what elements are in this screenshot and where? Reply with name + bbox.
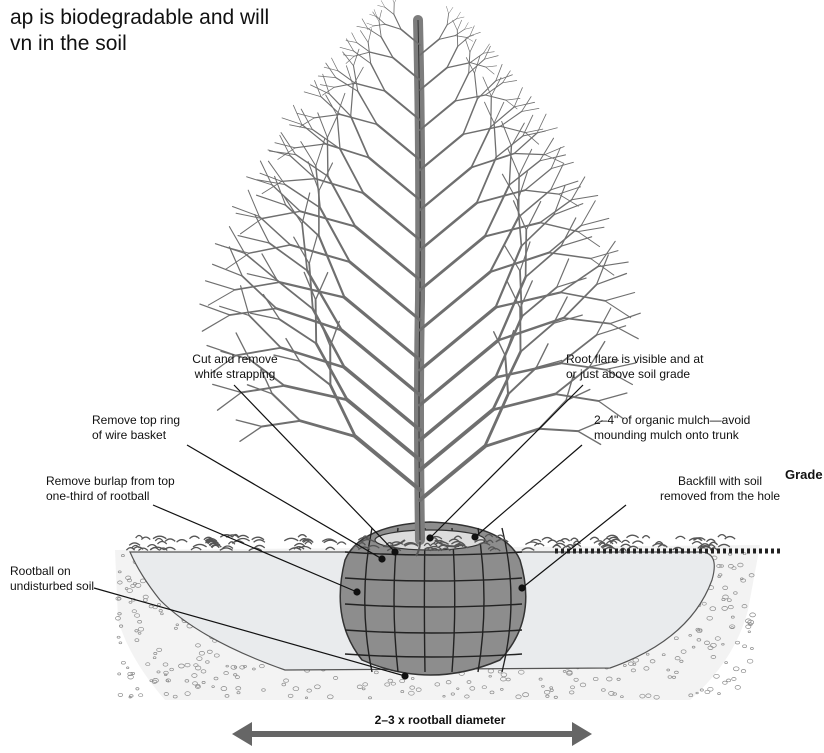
label-cut-strapping: Cut and remove white strapping (160, 352, 310, 382)
label-mulch: 2–4" of organic mulch—avoid mounding mul… (594, 413, 750, 443)
label-wire-basket: Remove top ring of wire basket (92, 413, 180, 443)
label-backfill: Backfill with soil removed from the hole (645, 474, 795, 504)
label-grade: Grade (785, 467, 823, 482)
label-burlap: Remove burlap from top one-third of root… (46, 474, 175, 504)
label-root-flare: Root flare is visible and at or just abo… (566, 352, 703, 382)
tree (200, 0, 640, 556)
label-dimension: 2–3 x rootball diameter (300, 713, 580, 727)
caption-line-2: vn in the soil (10, 32, 127, 56)
caption-text: ap is biodegradable and will vn in the s… (0, 0, 340, 60)
rootball (340, 522, 526, 675)
caption-line-1: ap is biodegradable and will (10, 6, 269, 30)
label-rootball: Rootball on undisturbed soil (10, 564, 94, 594)
